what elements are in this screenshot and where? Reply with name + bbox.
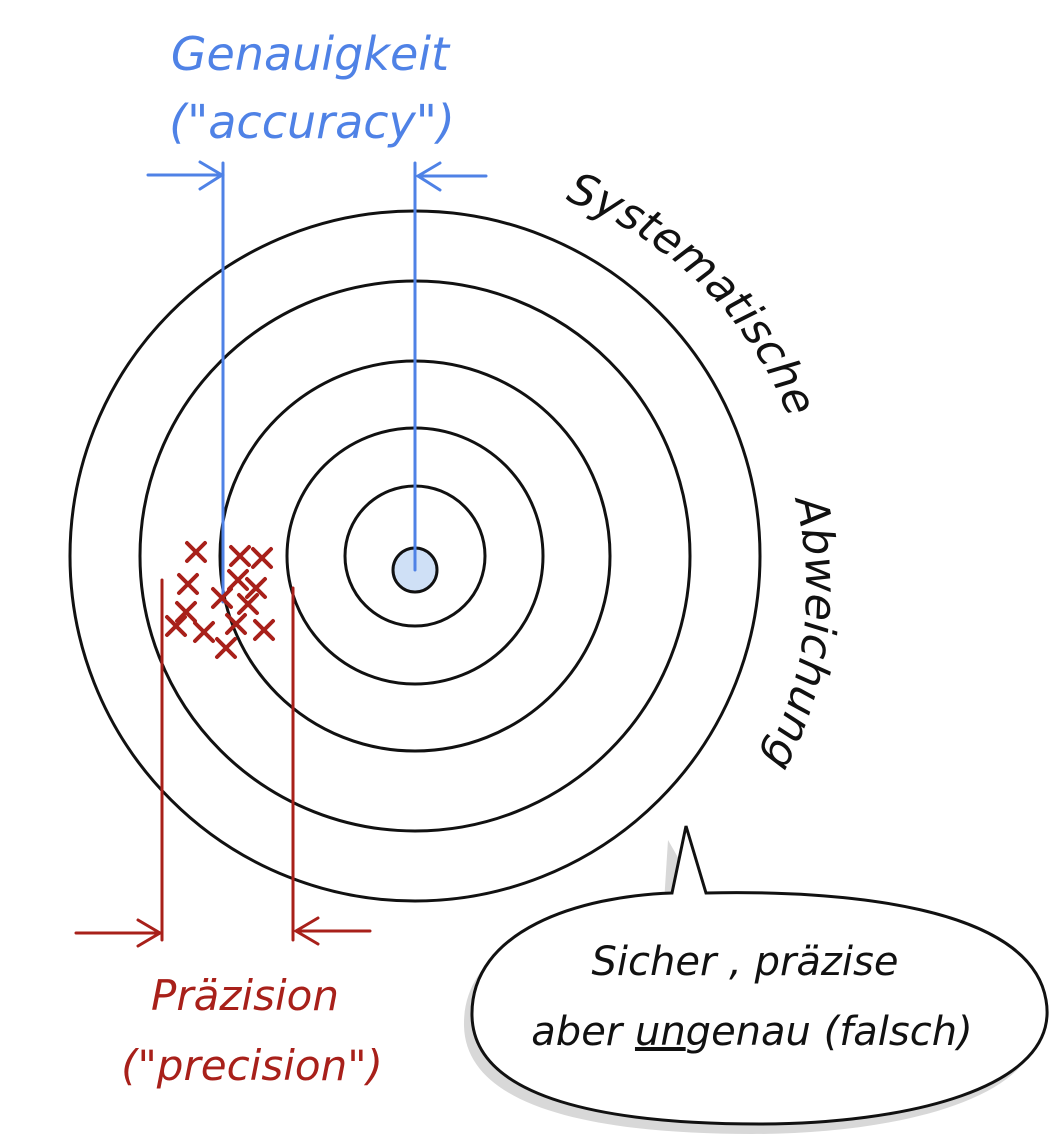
shot-mark [175, 601, 197, 623]
precision-title: Präzision [151, 971, 339, 1020]
speech-bubble-line2-pre: aber [531, 1009, 635, 1055]
bias-label-word2: Abweichung [753, 489, 847, 779]
accuracy-subtitle: ("accuracy") [169, 95, 455, 149]
bias-label-word2-path: Abweichung [753, 489, 847, 779]
shot-cluster [165, 541, 275, 659]
shot-mark [237, 593, 259, 615]
precision-subtitle: ("precision") [121, 1041, 383, 1090]
precision-arrow-left [74, 918, 163, 948]
bias-label-word1: Systematische [561, 163, 826, 423]
shot-mark [215, 637, 237, 659]
shot-mark [253, 619, 275, 641]
speech-bubble-line2: aber ungenau (falsch) [531, 1009, 972, 1055]
shot-mark [193, 621, 215, 643]
speech-bubble: Sicher , präzise aber ungenau (falsch) [463, 825, 1049, 1134]
accuracy-title: Genauigkeit [171, 27, 451, 81]
accuracy-arrow-right [415, 161, 488, 192]
accuracy-arrow-left [146, 160, 225, 191]
speech-bubble-line2-post: genau (falsch) [686, 1009, 973, 1055]
precision-arrow-right [293, 916, 372, 946]
shot-mark [245, 577, 267, 599]
speech-bubble-body [470, 825, 1049, 1126]
precision-markers [74, 578, 372, 948]
shot-mark [185, 541, 207, 563]
shot-mark [225, 613, 247, 635]
accuracy-markers [146, 160, 488, 604]
shot-mark [165, 615, 187, 637]
shot-mark [229, 545, 251, 567]
shot-mark [227, 569, 249, 591]
speech-bubble-line1: Sicher , präzise [592, 939, 899, 985]
speech-bubble-underlined: un [635, 1009, 686, 1055]
shot-mark [177, 573, 199, 595]
shot-mark [211, 587, 233, 609]
bias-label-word1-path: Systematische [561, 163, 826, 423]
shot-mark [251, 547, 273, 569]
